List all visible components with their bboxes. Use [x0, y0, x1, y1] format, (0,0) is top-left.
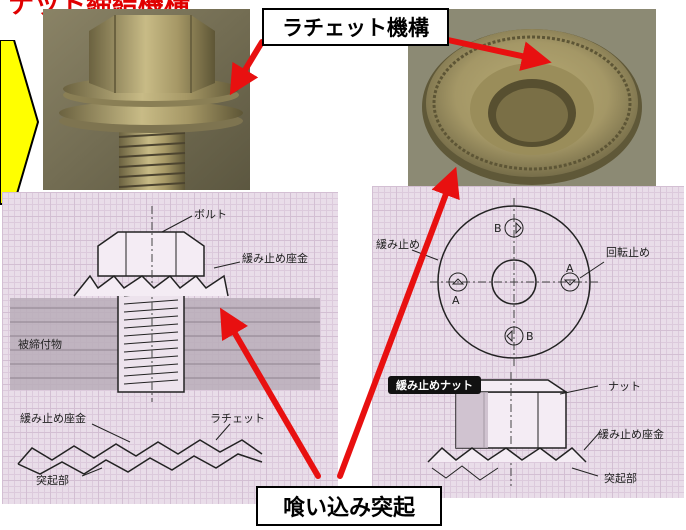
bolt-washer-diagram: ボルト 緩み止め座金 被締付物 緩み止め座金 ラチェット 突起部	[2, 192, 338, 504]
bolt-photo	[43, 9, 250, 190]
arrow-to-nut-photo	[337, 166, 460, 479]
lock-label: 緩み止め	[376, 238, 420, 251]
nut-protrusion-label: 突起部	[604, 472, 637, 485]
bolt-diagram-drawing	[10, 206, 320, 477]
lock-washer-label: 緩み止め座金	[242, 252, 308, 265]
nut-diagram-drawing	[411, 198, 605, 486]
arrow-to-nut-ratchet	[445, 37, 552, 71]
lock-nut-title-tag: 緩み止めナット	[388, 376, 481, 394]
nut-photo-drawing	[408, 9, 656, 190]
mark-a-right: A	[566, 262, 574, 275]
washer-detail-label: 緩み止め座金	[20, 412, 86, 425]
lock-nut-diagram: 緩み止め 回転止め B A A B 緩み止めナット ナット 緩み止め座金 突起部	[372, 186, 684, 498]
mark-b-bottom: B	[526, 330, 534, 343]
ratchet-mechanism-label: ラチェット機構	[262, 8, 449, 46]
bite-protrusion-label: 喰い込み突起	[256, 486, 442, 526]
protrusion-label: 突起部	[36, 474, 69, 487]
yellow-callout-shape	[0, 40, 40, 205]
nut-lock-washer-label: 緩み止め座金	[598, 428, 664, 441]
ratchet-label: ラチェット	[210, 412, 265, 425]
mark-a-left: A	[452, 294, 460, 307]
bolt-label: ボルト	[194, 208, 227, 221]
arrow-to-left-diagram	[219, 307, 321, 479]
fastened-part-label: 被締付物	[18, 338, 62, 351]
nut-photo	[408, 9, 656, 190]
bolt-photo-drawing	[43, 9, 250, 190]
rotation-stop-label: 回転止め	[606, 246, 650, 259]
mark-b-top: B	[494, 222, 502, 235]
arrow-to-bolt-washer	[229, 39, 265, 96]
nut-label: ナット	[608, 380, 641, 393]
